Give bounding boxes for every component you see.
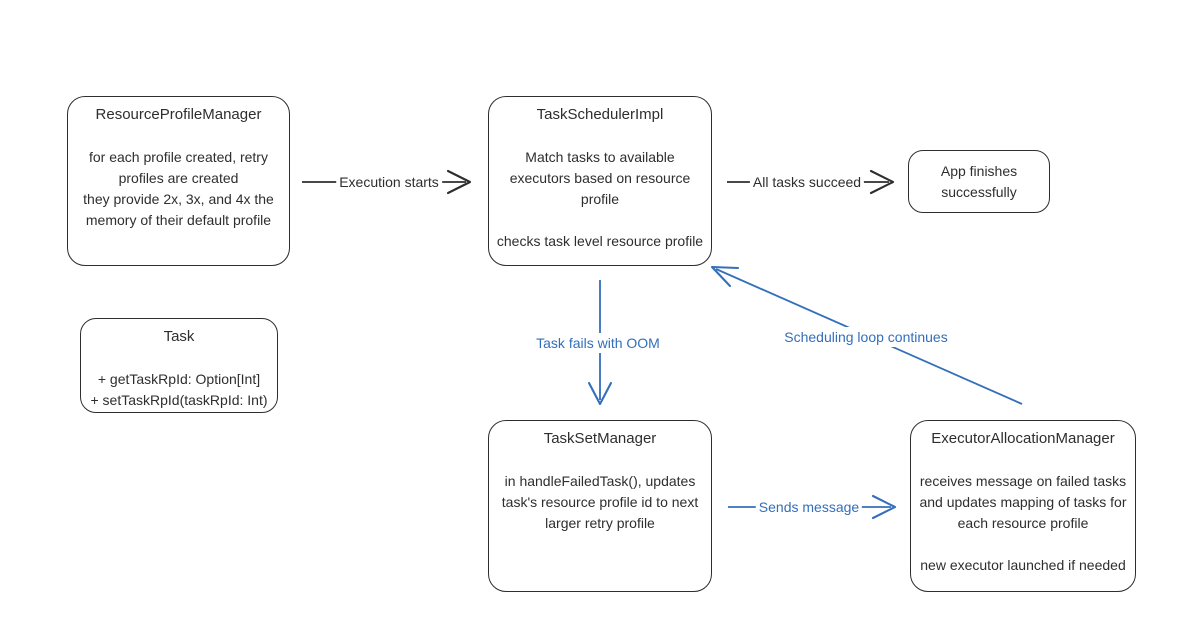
node-task-scheduler-impl: TaskSchedulerImpl Match tasks to availab…	[488, 96, 712, 266]
node-title: ExecutorAllocationManager	[931, 430, 1115, 447]
node-body: App finishes successfully	[940, 162, 1018, 200]
edge-label-all-tasks-succeed: All tasks succeed	[749, 172, 865, 192]
node-title: TaskSchedulerImpl	[536, 106, 664, 123]
node-body: in handleFailedTask(), updates task's re…	[501, 473, 699, 531]
node-body: Match tasks to available executors based…	[496, 149, 704, 249]
node-title: TaskSetManager	[543, 430, 657, 447]
edge-label-sends-message: Sends message	[755, 497, 863, 517]
node-task: Task + getTaskRpId: Option[Int] + setTas…	[80, 318, 278, 413]
edge-label-execution-starts: Execution starts	[336, 172, 442, 192]
node-app-finishes: App finishes successfully	[908, 150, 1050, 213]
node-resource-profile-manager: ResourceProfileManager for each profile …	[67, 96, 290, 266]
edge-label-scheduling-loop: Scheduling loop continues	[781, 327, 951, 347]
node-task-set-manager: TaskSetManager in handleFailedTask(), up…	[488, 420, 712, 592]
node-executor-allocation-manager: ExecutorAllocationManager receives messa…	[910, 420, 1136, 592]
node-body: receives message on failed tasks and upd…	[919, 473, 1127, 573]
node-body: + getTaskRpId: Option[Int] + setTaskRpId…	[90, 371, 268, 408]
node-title: Task	[163, 328, 195, 345]
node-title: ResourceProfileManager	[95, 106, 262, 123]
edge-label-task-fails-oom: Task fails with OOM	[533, 333, 663, 353]
node-body: for each profile created, retry profiles…	[83, 149, 274, 228]
